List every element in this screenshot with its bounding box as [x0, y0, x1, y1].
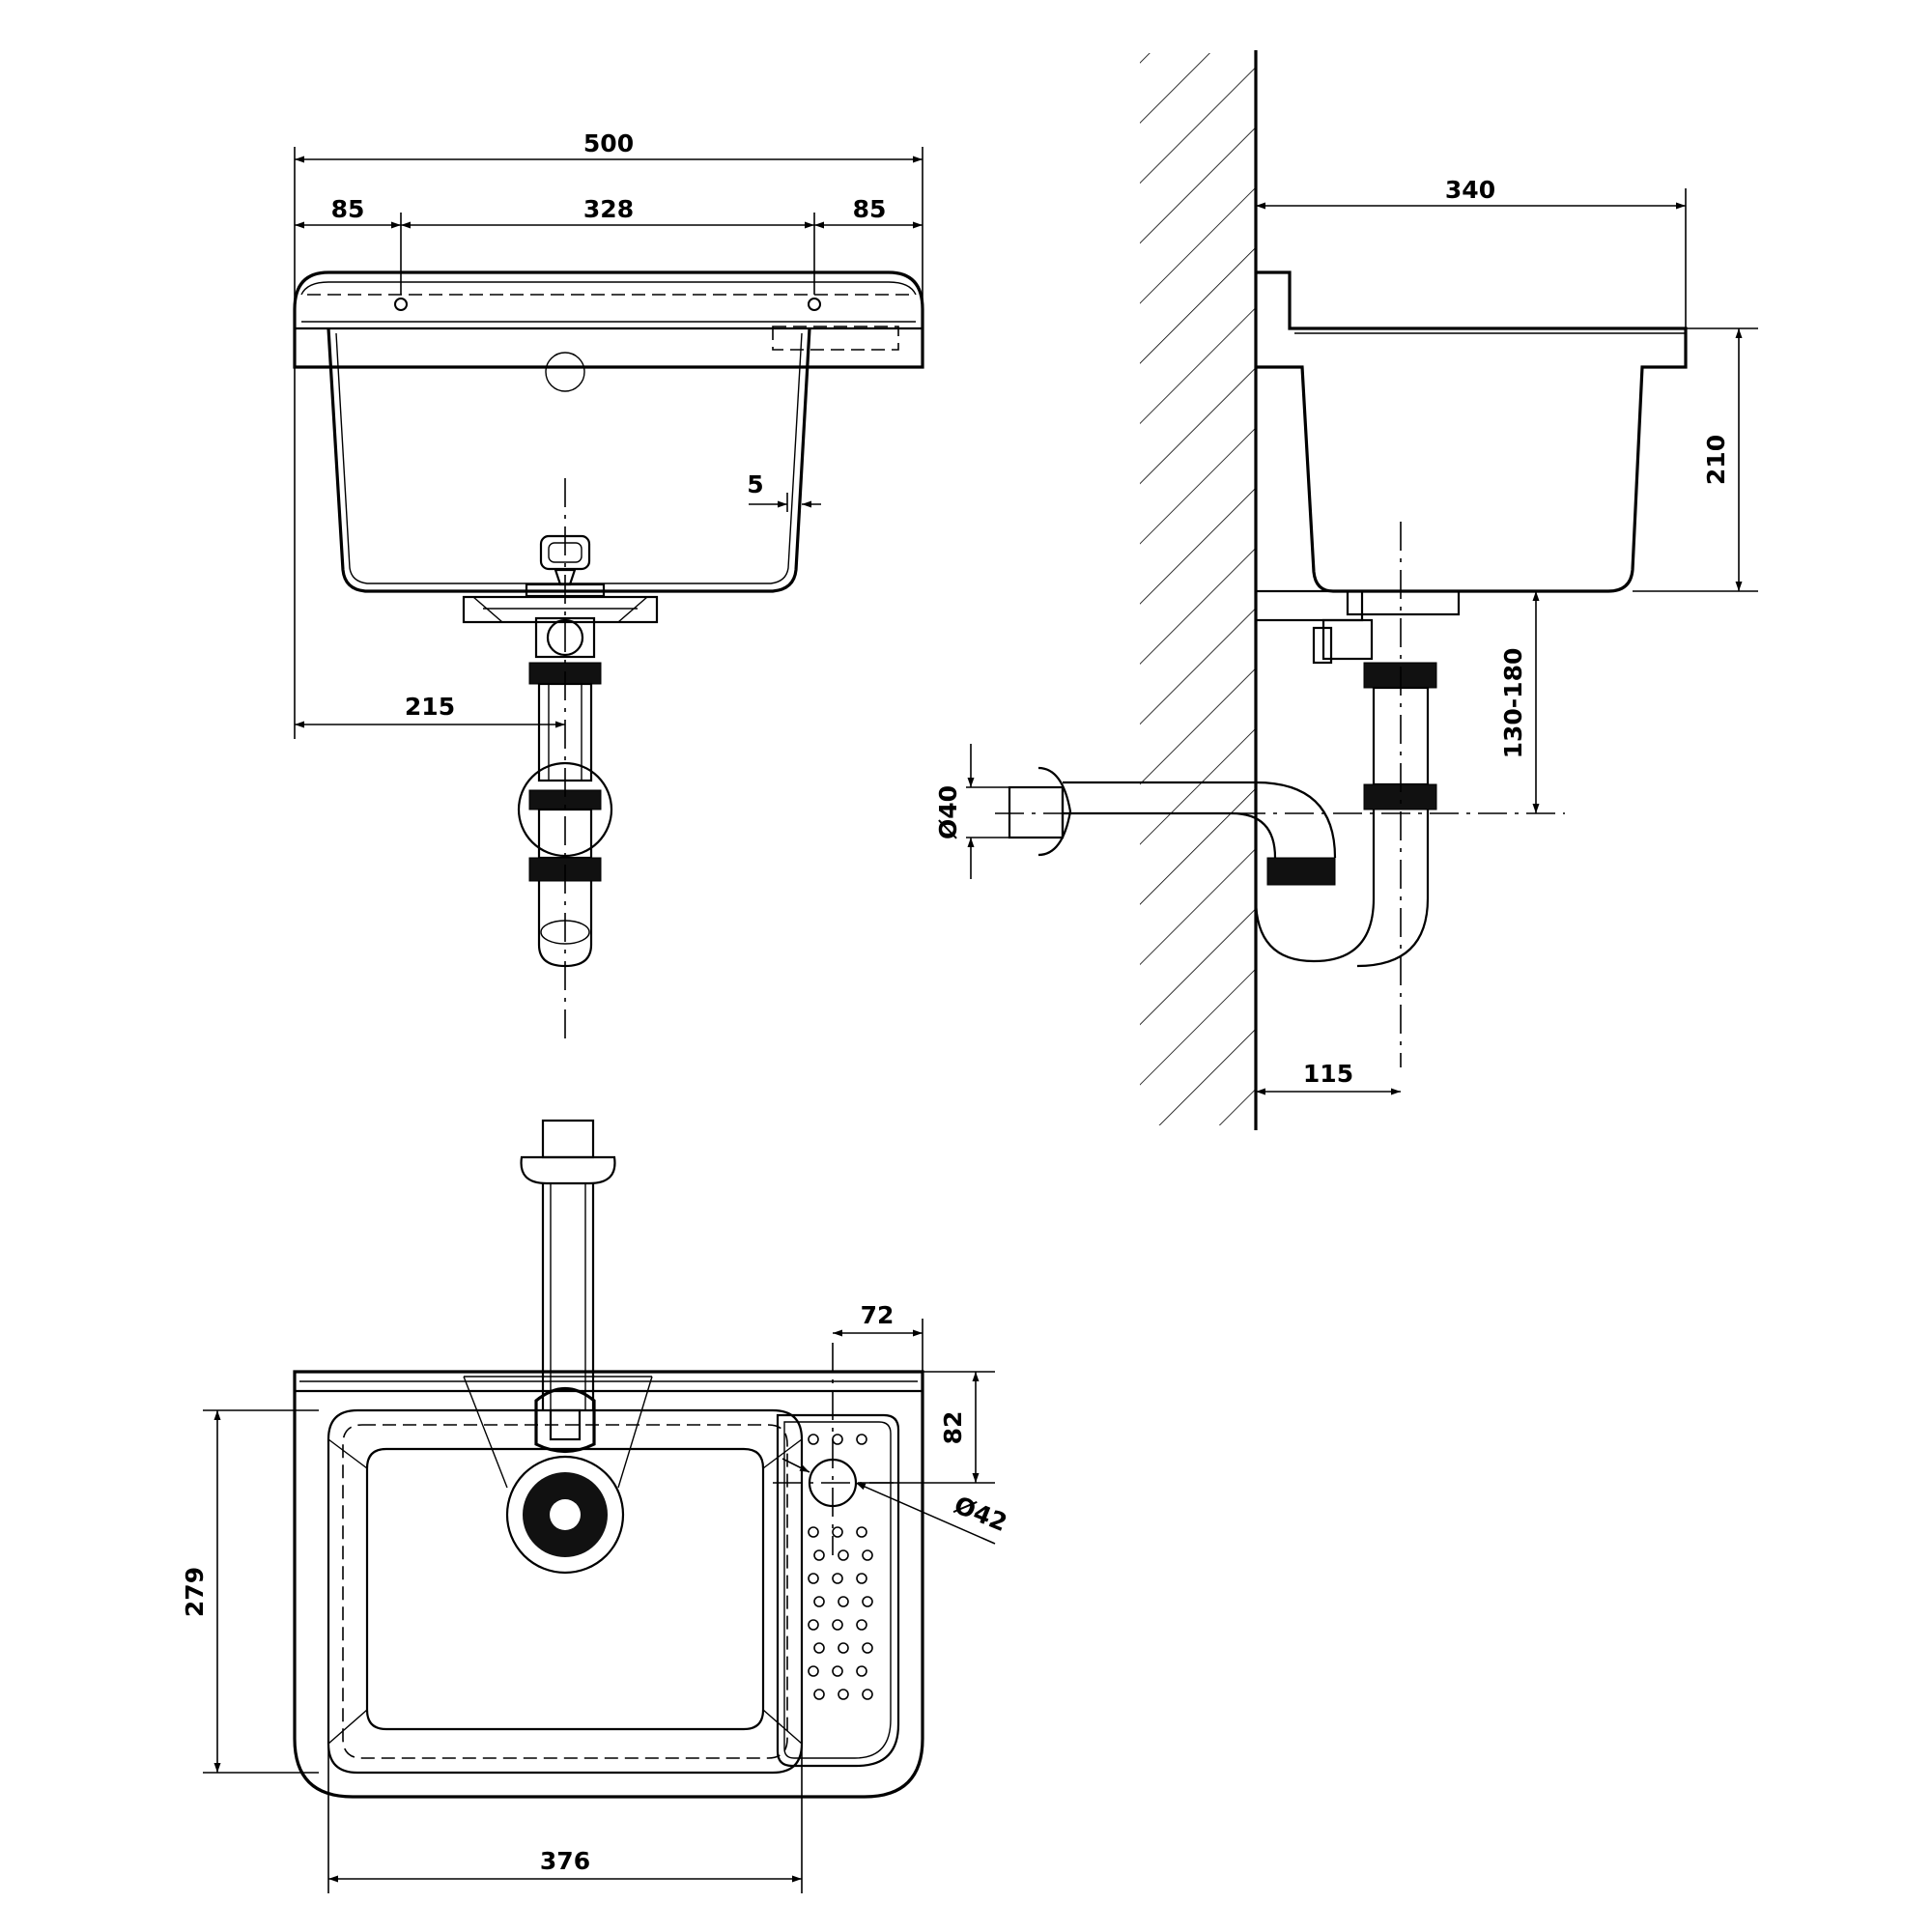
side-trap-u-outer	[1254, 810, 1376, 963]
dim-drain-offset: 215	[294, 367, 565, 739]
soap-tray-hole	[813, 1596, 825, 1607]
dim-hole-depth: 82	[860, 1371, 995, 1484]
dim-left-margin-label: 85	[331, 195, 365, 223]
soap-tray-hole	[813, 1549, 825, 1561]
top-basin-inner	[365, 1447, 765, 1731]
side-outlet-stub	[1008, 785, 1065, 839]
dim-trap-offset: 115	[1256, 1060, 1401, 1095]
side-rosette	[1037, 766, 1072, 857]
side-outlet-pipe-top	[1063, 811, 1277, 859]
front-basin-inner	[335, 332, 803, 584]
top-outlet-pipe	[520, 1119, 616, 1410]
soap-tray-hole	[862, 1549, 873, 1561]
soap-tray-hole	[862, 1596, 873, 1607]
soap-tray-hole	[856, 1573, 867, 1584]
overflow-hole	[545, 352, 585, 392]
soap-tray-hole	[832, 1573, 843, 1584]
dim-outlet-diameter-label: Ø40	[934, 785, 962, 839]
soap-tray-hole	[838, 1642, 849, 1654]
soap-tray-hole	[808, 1619, 819, 1631]
dim-basin-depth: 279	[181, 1409, 319, 1774]
top-bracket-outline	[463, 1376, 653, 1489]
dim-basin-depth-label: 279	[181, 1567, 209, 1617]
top-view: 72 82 Ø42 279 376	[181, 1119, 1011, 1893]
soap-tray-hole	[808, 1526, 819, 1538]
soap-tray	[776, 1413, 900, 1768]
front-view: 5 500	[293, 129, 924, 1038]
dim-total-width-label: 500	[583, 129, 634, 157]
soap-tray-holes	[808, 1434, 873, 1700]
top-basin-outer	[327, 1408, 804, 1775]
dim-trap-height: 130-180	[1499, 591, 1540, 813]
dim-trap-offset-label: 115	[1303, 1060, 1353, 1088]
dim-basin-width-label: 376	[540, 1847, 590, 1875]
dim-outlet-diameter: Ø40	[934, 744, 1009, 879]
dim-depth-label: 340	[1445, 176, 1495, 204]
top-drain-chain	[534, 1387, 596, 1454]
side-sink-profile	[1256, 270, 1688, 593]
soap-tray-hole	[862, 1689, 873, 1700]
side-bracket	[1254, 589, 1364, 622]
front-sink-rim	[293, 270, 924, 369]
mounting-hole-left	[394, 298, 408, 311]
dim-trap-height-label: 130-180	[1499, 648, 1527, 759]
front-basin-outline	[327, 327, 811, 593]
soap-tray-hole	[832, 1619, 843, 1631]
soap-tray-hole	[832, 1665, 843, 1677]
side-trap-assembly	[995, 522, 1565, 1067]
soap-tray-hole	[808, 1573, 819, 1584]
soap-tray-hole	[813, 1689, 825, 1700]
dim-hole-diameter: Ø42	[781, 1458, 1011, 1545]
dim-grid-offset-label: 72	[861, 1301, 895, 1329]
top-rosette	[520, 1155, 616, 1185]
dim-total-width: 500	[294, 129, 923, 367]
wall-hatching	[1140, 53, 1256, 1125]
dim-drain-offset-label: 215	[405, 693, 455, 721]
soap-tray-hole	[856, 1665, 867, 1677]
dim-hole-depth-label: 82	[939, 1411, 967, 1445]
top-sink-body	[293, 1370, 924, 1799]
mounting-hole-right	[808, 298, 821, 311]
dim-basin-width: 376	[327, 1744, 803, 1893]
dim-grid-offset: 72	[833, 1301, 923, 1372]
front-rim-inner	[300, 281, 917, 296]
dim-wall-thickness: 5	[747, 470, 821, 512]
soap-tray-hole	[856, 1526, 867, 1538]
soap-tray-hole	[808, 1665, 819, 1677]
side-nut-3	[1266, 857, 1336, 886]
side-overflow-connector	[1321, 618, 1374, 661]
dim-hole-spacing-row: 85 328 85	[295, 195, 923, 295]
soap-tray-hole	[808, 1434, 819, 1445]
front-drain-assembly	[462, 478, 659, 1038]
soap-tray-hole	[856, 1619, 867, 1631]
dim-wall-thickness-label: 5	[747, 470, 763, 498]
dim-depth: 340	[1256, 176, 1687, 328]
soap-tray-hole	[838, 1689, 849, 1700]
dim-height-label: 210	[1702, 435, 1730, 485]
side-view: 340 210 130-180 Ø40 115	[934, 50, 1758, 1130]
soap-tray-hole	[832, 1526, 843, 1538]
soap-tray-hole	[832, 1434, 843, 1445]
soap-tray-hole	[862, 1642, 873, 1654]
soap-tray-hole	[813, 1642, 825, 1654]
soap-tray-hole	[838, 1596, 849, 1607]
dim-hole-spacing-label: 328	[583, 195, 634, 223]
dim-height: 210	[1633, 327, 1758, 592]
dim-right-margin-label: 85	[853, 195, 887, 223]
dim-hole-diameter-label: Ø42	[951, 1491, 1011, 1537]
front-hidden-detail	[772, 326, 899, 351]
soap-tray-hole	[856, 1434, 867, 1445]
top-drain	[505, 1387, 625, 1575]
soap-tray-hole	[838, 1549, 849, 1561]
